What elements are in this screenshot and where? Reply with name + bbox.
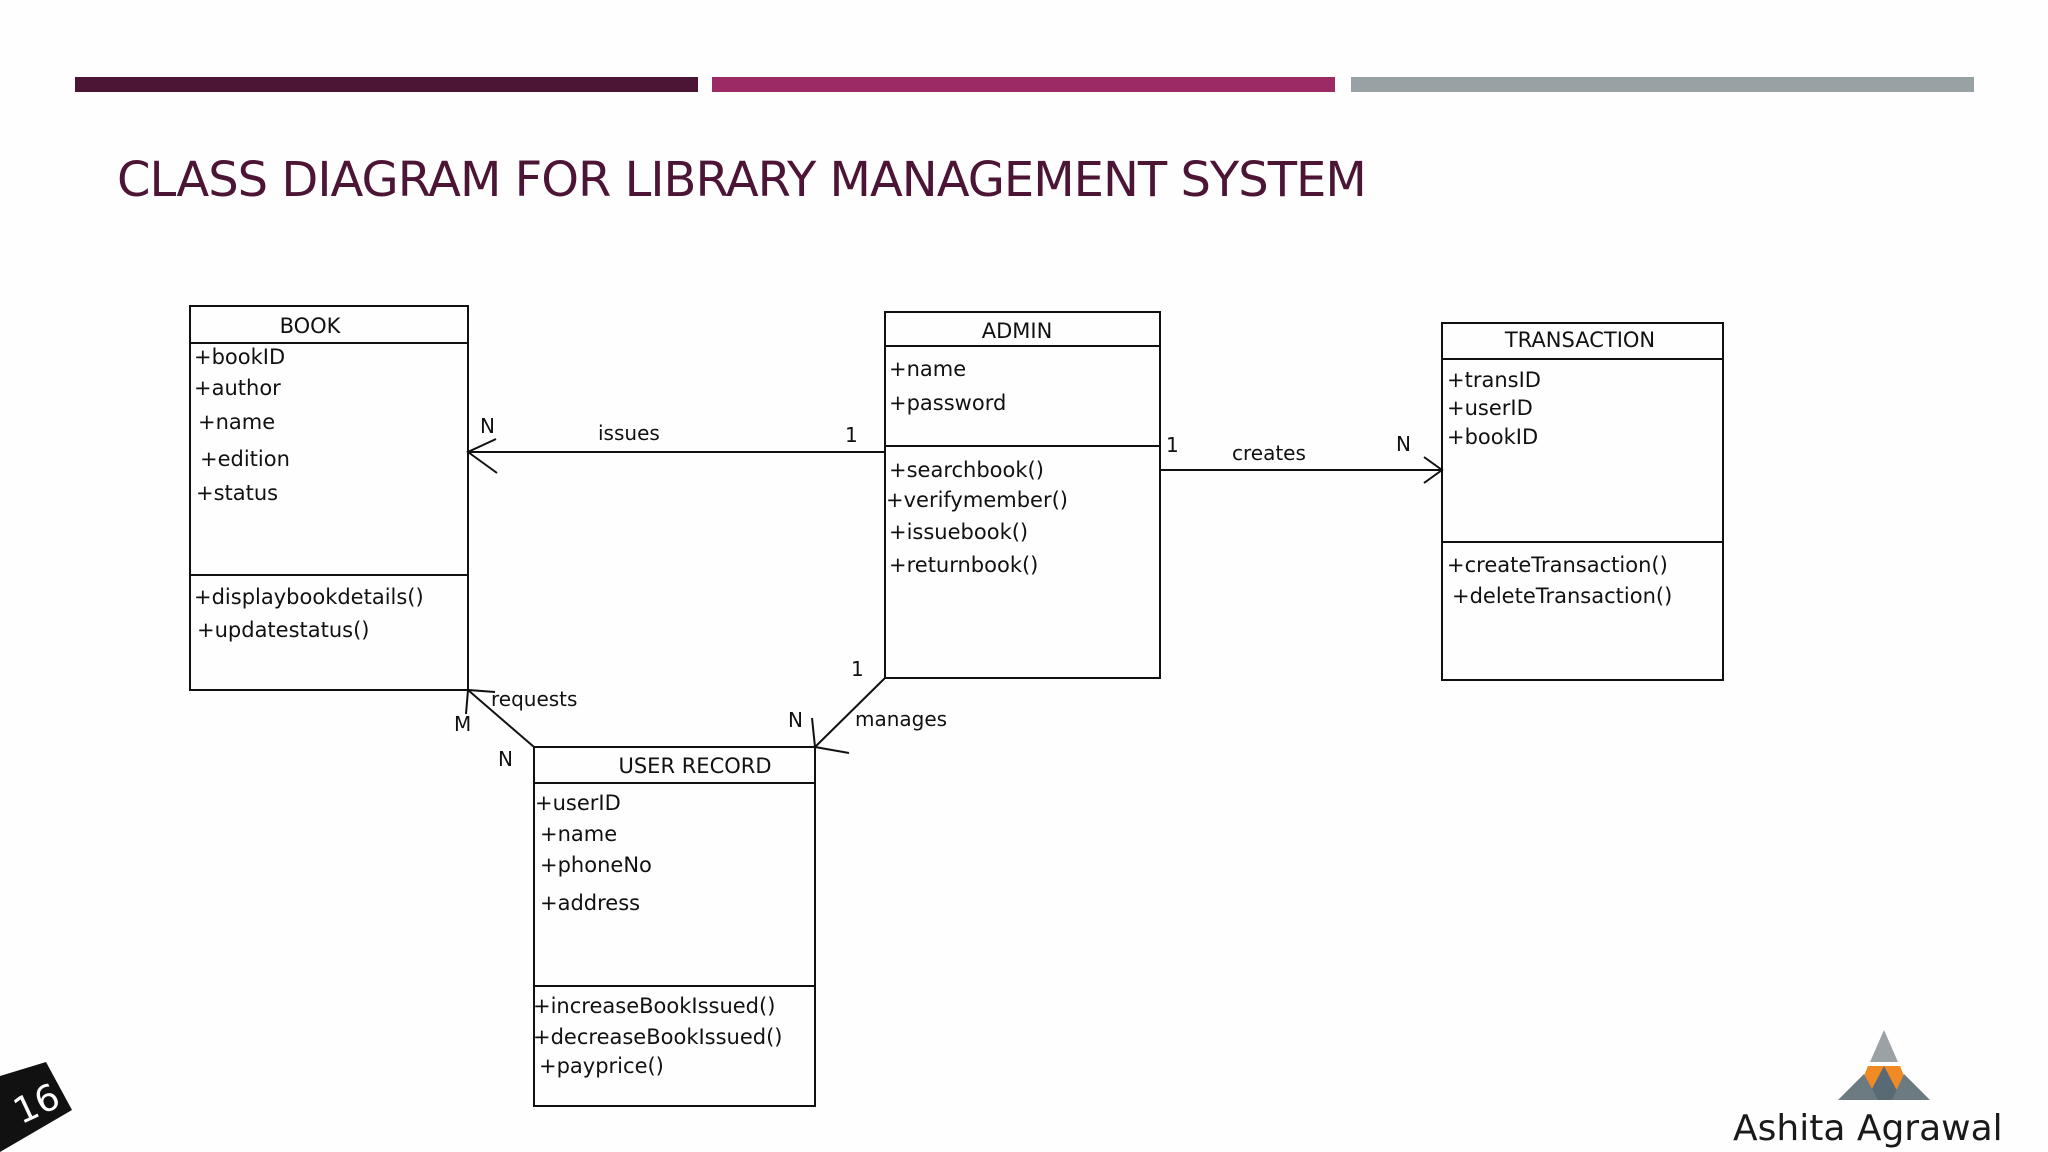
admin-method-issuebook: +issuebook() bbox=[889, 520, 1028, 544]
association-issues: issues 1 N bbox=[466, 414, 885, 474]
mult-creates-admin: 1 bbox=[1166, 433, 1179, 457]
slide-title: CLASS DIAGRAM FOR LIBRARY MANAGEMENT SYS… bbox=[117, 152, 1367, 208]
admin-method-returnbook: +returnbook() bbox=[889, 553, 1038, 577]
assoc-label-creates: creates bbox=[1232, 441, 1306, 465]
mult-manages-user: N bbox=[788, 708, 803, 732]
book-method-updatestatus: +updatestatus() bbox=[197, 618, 370, 642]
class-name-book: BOOK bbox=[280, 314, 342, 338]
class-name-transaction: TRANSACTION bbox=[1504, 328, 1655, 352]
association-manages: manages 1 N bbox=[788, 657, 947, 754]
class-name-admin: ADMIN bbox=[982, 319, 1053, 343]
admin-attr-name: +name bbox=[889, 357, 966, 381]
arrowhead-manages bbox=[811, 717, 850, 754]
user-record-attr-name: +name bbox=[540, 822, 617, 846]
mult-issues-book: N bbox=[480, 414, 495, 438]
admin-method-searchbook: +searchbook() bbox=[889, 458, 1044, 482]
class-transaction: TRANSACTION +transID +userID +bookID +cr… bbox=[1441, 322, 1724, 681]
mult-issues-admin: 1 bbox=[845, 423, 858, 447]
transaction-attr-bookid: +bookID bbox=[1447, 425, 1538, 449]
user-record-method-payprice: +payprice() bbox=[539, 1054, 664, 1078]
assoc-label-requests: requests bbox=[491, 687, 577, 711]
admin-attr-password: +password bbox=[889, 391, 1006, 415]
brand-name: Ashita Agrawal bbox=[1733, 1108, 2003, 1149]
user-record-method-increasebookissued: +increaseBookIssued() bbox=[533, 994, 775, 1018]
user-record-attr-userid: +userID bbox=[535, 791, 621, 815]
assoc-label-manages: manages bbox=[855, 707, 947, 731]
admin-method-verifymember: +verifymember() bbox=[886, 488, 1068, 512]
mult-creates-transaction: N bbox=[1396, 432, 1411, 456]
class-book: BOOK +bookID +author +name +edition +sta… bbox=[189, 305, 469, 691]
arrowhead-issues bbox=[466, 438, 498, 474]
user-record-attr-phoneno: +phoneNo bbox=[540, 853, 652, 877]
book-attr-status: +status bbox=[196, 481, 278, 505]
accent-bar-gray bbox=[1351, 77, 1974, 92]
transaction-attr-userid: +userID bbox=[1447, 396, 1533, 420]
user-record-attr-address: +address bbox=[540, 891, 640, 915]
book-attr-name: +name bbox=[198, 410, 275, 434]
mult-requests-user: N bbox=[498, 747, 513, 771]
association-creates: creates 1 N bbox=[1160, 432, 1444, 484]
accent-bar-magenta bbox=[712, 77, 1335, 92]
user-record-method-decreasebookissued: +decreaseBookIssued() bbox=[533, 1025, 783, 1049]
accent-bar-dark bbox=[75, 77, 698, 92]
class-user-record: USER RECORD +userID +name +phoneNo +addr… bbox=[533, 746, 816, 1107]
class-name-user-record: USER RECORD bbox=[618, 754, 771, 778]
book-method-displaybookdetails: +displaybookdetails() bbox=[194, 585, 424, 609]
mult-manages-admin: 1 bbox=[851, 657, 864, 681]
page-number-badge bbox=[0, 1062, 72, 1152]
book-attr-author: +author bbox=[194, 376, 281, 400]
transaction-method-createtransaction: +createTransaction() bbox=[1447, 553, 1668, 577]
brand-logo-icon bbox=[1838, 1030, 1930, 1100]
arrowhead-requests bbox=[465, 688, 496, 715]
book-attr-edition: +edition bbox=[200, 447, 290, 471]
arrowhead-creates bbox=[1423, 456, 1444, 484]
association-requests: requests N M bbox=[454, 687, 577, 771]
book-attr-bookid: +bookID bbox=[194, 345, 285, 369]
mult-requests-book: M bbox=[454, 712, 471, 736]
transaction-attr-transid: +transID bbox=[1447, 368, 1541, 392]
assoc-label-issues: issues bbox=[598, 421, 660, 445]
class-admin: ADMIN +name +password +searchbook() +ver… bbox=[884, 311, 1161, 679]
transaction-method-deletetransaction: +deleteTransaction() bbox=[1452, 584, 1672, 608]
